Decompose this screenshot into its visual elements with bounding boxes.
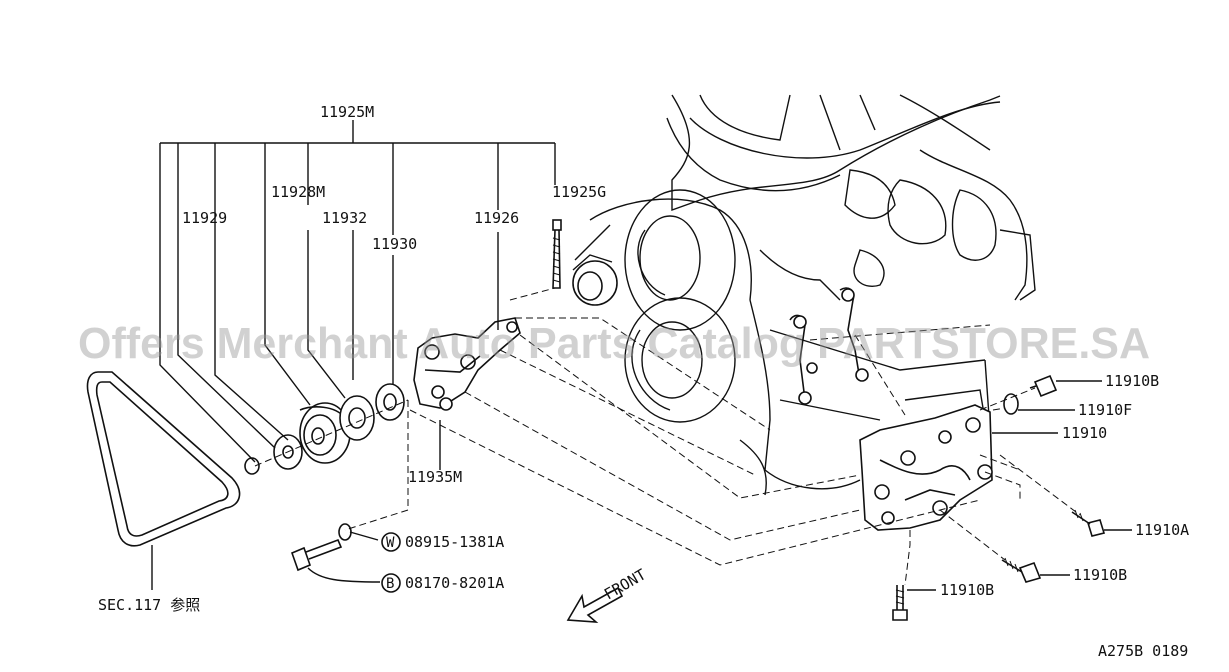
label-11925G: 11925G bbox=[552, 183, 606, 201]
bolt-11925G bbox=[552, 219, 562, 231]
label-11930: 11930 bbox=[372, 235, 417, 253]
label-11910F: 11910F bbox=[1078, 401, 1132, 419]
washer-symbol: W bbox=[386, 535, 395, 551]
alternator-bracket-11910 bbox=[859, 404, 993, 531]
label-11932: 11932 bbox=[322, 209, 367, 227]
label-11925M: 11925M bbox=[320, 103, 374, 121]
label-11910: 11910 bbox=[1062, 424, 1107, 442]
fasteners bbox=[290, 219, 1106, 621]
front-label: FRONT bbox=[601, 565, 649, 603]
label-11910B-mid: 11910B bbox=[1073, 566, 1127, 584]
engine-block bbox=[572, 94, 1036, 496]
adjusting-bracket-11926 bbox=[413, 317, 521, 411]
watermark: Offers Merchant Auto Parts Catalog PARTS… bbox=[78, 319, 1150, 368]
bolt-symbol: B bbox=[386, 576, 394, 592]
label-washer-part: 08915-1381A bbox=[405, 533, 504, 551]
front-arrow: FRONT bbox=[566, 565, 649, 623]
label-bolt-part: 08170-8201A bbox=[405, 574, 504, 592]
leader-lines bbox=[151, 120, 1132, 591]
label-11910B-top: 11910B bbox=[1105, 372, 1159, 390]
washer-11929 bbox=[244, 457, 260, 475]
v-belt bbox=[86, 371, 241, 547]
dashed-guides bbox=[254, 287, 1081, 586]
label-11935M: 11935M bbox=[408, 468, 462, 486]
pulley-assembly bbox=[244, 383, 405, 475]
part-labels: 11925M 11929 11928M 11932 11930 11926 11… bbox=[98, 103, 1189, 660]
callout-symbols: W B bbox=[381, 532, 401, 593]
diagram-code: A275B 0189 bbox=[1098, 642, 1188, 660]
label-11910B-low: 11910B bbox=[940, 581, 994, 599]
label-section-ref: SEC.117 参照 bbox=[98, 596, 200, 614]
label-11928M: 11928M bbox=[271, 183, 325, 201]
label-11926: 11926 bbox=[474, 209, 519, 227]
label-11910A: 11910A bbox=[1135, 521, 1189, 539]
label-11929: 11929 bbox=[182, 209, 227, 227]
